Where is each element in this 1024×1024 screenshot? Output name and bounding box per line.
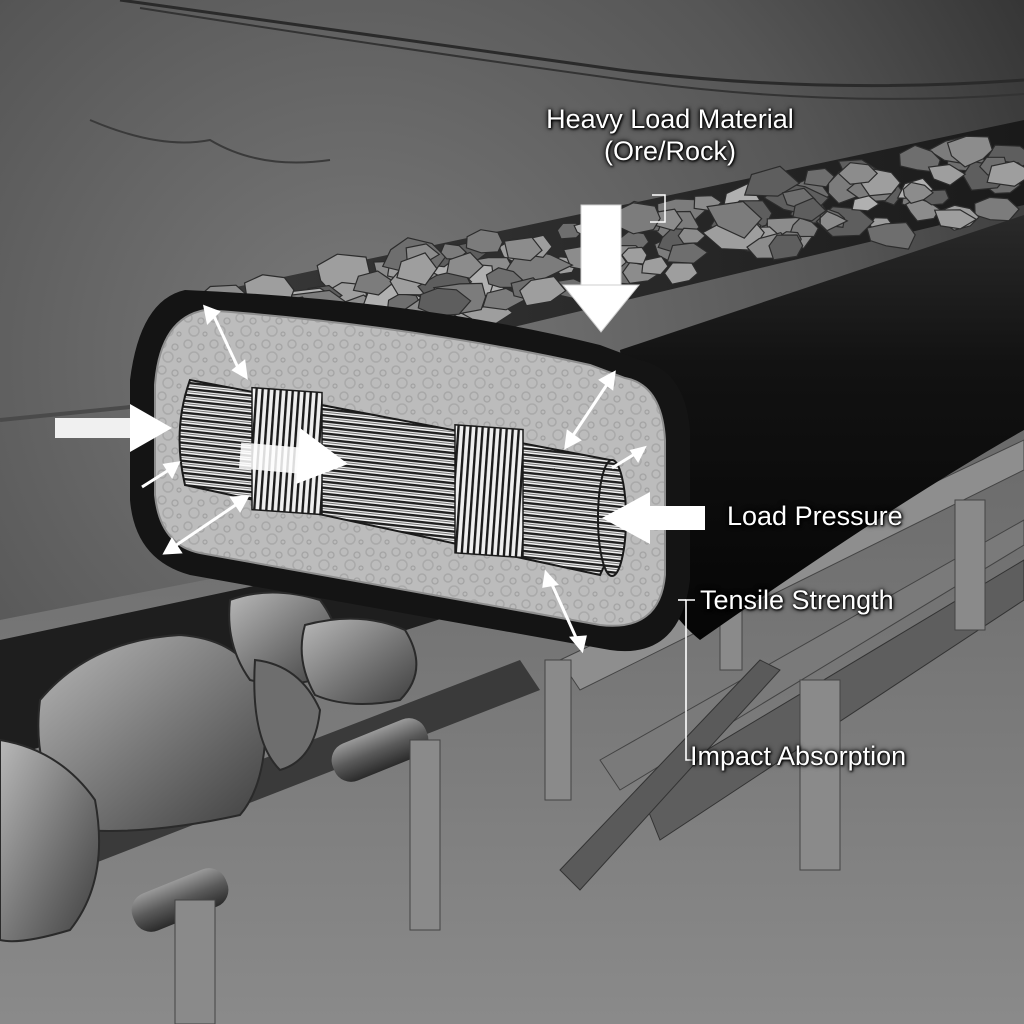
ore-rock: [417, 287, 472, 317]
ore-rock: [706, 200, 763, 239]
impact-absorption-label: Impact Absorption: [690, 741, 907, 771]
ore-rock: [519, 275, 567, 307]
heavy-load-label: Heavy Load Material (Ore/Rock): [520, 103, 820, 167]
ore-rock: [677, 227, 707, 245]
heavy-load-label-line1: Heavy Load Material: [546, 104, 794, 134]
foreground-rocks: [0, 591, 418, 943]
ore-rock: [768, 234, 804, 261]
tensile-strength-label: Tensile Strength: [700, 585, 894, 615]
ore-rock: [866, 221, 916, 250]
ore-rock: [503, 236, 543, 262]
ore-rock: [927, 163, 967, 186]
ore-rock: [837, 162, 879, 185]
belt-side-wall: [620, 215, 1024, 640]
ceiling-cables-2: [139, 7, 1024, 100]
flex-double-arrow-icons: [141, 304, 647, 654]
ore-rock: [933, 209, 978, 230]
fabric-carcass: [178, 378, 627, 577]
wall-crack: [89, 119, 331, 164]
ore-rock: [641, 255, 669, 276]
ore-rock: [446, 251, 484, 279]
left-pressure-arrow-icon: [55, 404, 172, 452]
ore-rock: [986, 160, 1024, 187]
load-pressure-label: Load Pressure: [727, 501, 903, 531]
ore-rock: [352, 270, 395, 296]
ore-rock: [465, 229, 504, 254]
ore-rock: [803, 167, 836, 188]
ore-rock: [902, 181, 934, 204]
ore-rock: [666, 242, 709, 264]
ore-rock: [792, 197, 827, 222]
heavy-load-label-line2: (Ore/Rock): [603, 136, 736, 166]
label-leader-heavy-load: [650, 194, 666, 223]
ore-rock: [396, 252, 438, 286]
ore-rock: [621, 246, 648, 265]
label-leader-brackets: [678, 599, 695, 761]
ore-rock: [974, 196, 1020, 222]
ore-rock: [789, 217, 820, 238]
load-pressure-arrow-icon: [602, 492, 705, 544]
ore-rock: [946, 135, 993, 168]
tension-arrow-icon: [238, 428, 348, 484]
ore-rock: [743, 165, 801, 197]
ceiling-cables: [119, 0, 1024, 88]
ore-rock: [819, 210, 849, 232]
ore-rock: [851, 195, 880, 212]
heavy-load-arrow-icon: [561, 204, 641, 333]
lower-belt-supports: [174, 739, 441, 1024]
